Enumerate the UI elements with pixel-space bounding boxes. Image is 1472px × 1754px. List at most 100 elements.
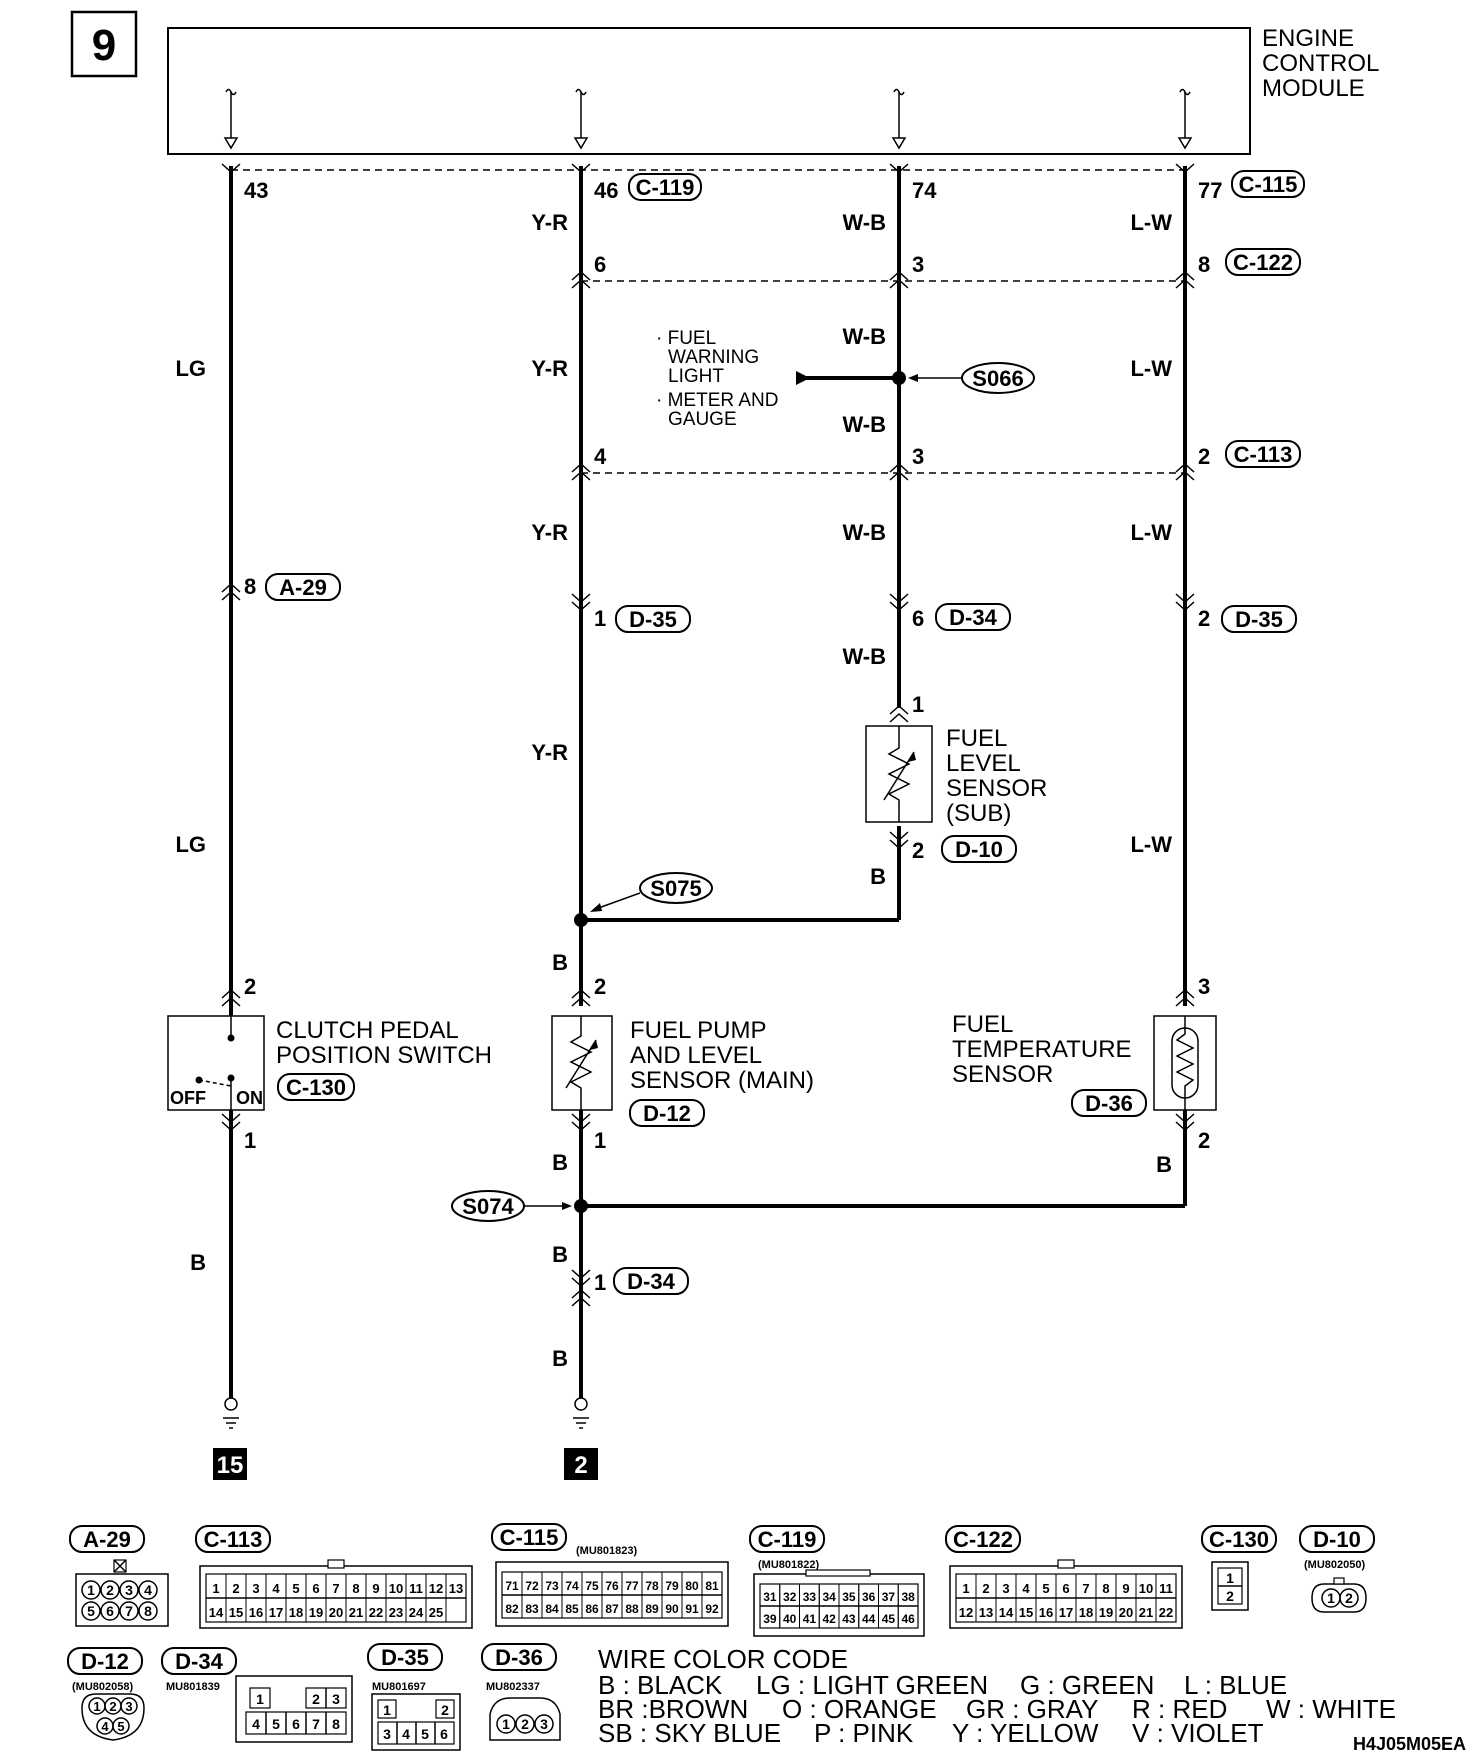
fls-line-4: (SUB) [946, 800, 1011, 827]
cv-c130-pill [1201, 1525, 1277, 1553]
clutch-pin-bottom: 1 [244, 1128, 256, 1153]
wcc-2-1: BR :BROWN [598, 1694, 748, 1724]
pump-pin-bottom: 1 [594, 1128, 606, 1153]
d12-pin: 4 [101, 1719, 109, 1734]
j2-pin-col4: 2 [1198, 444, 1210, 469]
wire-b-col2-2: B [552, 1150, 568, 1175]
c115-pin-cell [701, 1594, 723, 1619]
c115-pin: 80 [685, 1579, 699, 1593]
fuel-pump-resistor [565, 1016, 598, 1110]
c115-pin: 77 [625, 1579, 639, 1593]
temp-d36-pill [1071, 1089, 1147, 1117]
d35-pin: 6 [440, 1726, 448, 1742]
clutch-switch-box [167, 1015, 265, 1111]
d34-pin: 5 [272, 1716, 280, 1732]
col4-d35: D-35 [1235, 607, 1283, 632]
ecm-pin-74: 74 [912, 178, 937, 203]
connector-d34 [235, 1675, 353, 1743]
wire-b-col2-1: B [552, 950, 568, 975]
j2-conn: C-113 [1234, 442, 1293, 467]
cv-d10-part: (MU802050) [1304, 1559, 1365, 1571]
wcc-title: WIRE COLOR CODE [598, 1644, 848, 1674]
ecm-conn-c119: C-119 [636, 175, 695, 200]
c113-pin: 11 [409, 1581, 423, 1596]
c122-pin: 11 [1159, 1581, 1173, 1596]
c115-pin: 82 [505, 1602, 519, 1616]
col1-a29-pill [265, 573, 341, 601]
c119-pin: 46 [901, 1612, 915, 1626]
cv-d10-pill [1299, 1525, 1375, 1553]
c122-pin: 15 [1019, 1605, 1033, 1620]
c113-pin: 9 [372, 1581, 379, 1596]
cv-d36-label: D-36 [495, 1645, 543, 1670]
fls-line-2: LEVEL [946, 750, 1021, 777]
splice-s074-oval [451, 1190, 525, 1222]
c122-pin: 21 [1139, 1605, 1153, 1620]
d10-pin: 2 [1345, 1590, 1353, 1606]
c115-pin: 81 [705, 1579, 719, 1593]
c113-pin-cell [425, 1597, 447, 1623]
fls-line-3: SENSOR [946, 775, 1047, 802]
col3-pin-d34: 6 [912, 606, 924, 631]
fls-pin2: 2 [912, 838, 924, 863]
c122-pin-cell [1155, 1597, 1177, 1623]
fls-pin1: 1 [912, 692, 924, 717]
ground-conn-pill [613, 1267, 689, 1295]
cv-c119-part: (MU801822) [758, 1559, 819, 1571]
col2-d35-pill [615, 605, 691, 633]
c122-pin: 7 [1082, 1581, 1089, 1596]
cv-d12-pill [67, 1647, 143, 1675]
clutch-off: OFF [170, 1088, 206, 1108]
ground-15-box [213, 1448, 247, 1480]
c115-pin: 87 [605, 1602, 619, 1616]
c119-pin: 34 [822, 1590, 836, 1604]
wire-wb-5: W-B [842, 644, 886, 669]
c113-pin: 22 [369, 1605, 383, 1620]
c113-pin-cell [445, 1573, 467, 1599]
c122-pin: 19 [1099, 1605, 1113, 1620]
splice-s074: S074 [462, 1194, 514, 1219]
clutch-c130-pill [277, 1073, 355, 1101]
wcc-3-2: P : PINK [814, 1718, 914, 1748]
wire-yr-3: Y-R [531, 520, 568, 545]
wire-lg-1: LG [175, 356, 206, 381]
col2-d35: D-35 [629, 607, 677, 632]
c115-pin: 72 [525, 1579, 539, 1593]
fuel-level-sensor-resistor [883, 726, 916, 822]
d34-pin: 1 [256, 1691, 264, 1707]
fuel-warning-line-5: GAUGE [668, 409, 737, 430]
c119-pin: 38 [901, 1590, 915, 1604]
cv-c122-pill [945, 1525, 1021, 1553]
d34-pin: 3 [332, 1691, 340, 1707]
c115-pin: 88 [625, 1602, 639, 1616]
wire-yr-2: Y-R [531, 356, 568, 381]
c122-pin: 10 [1139, 1581, 1153, 1596]
a29-pin: 3 [125, 1582, 133, 1598]
c113-pin: 4 [272, 1581, 280, 1596]
c115-pin: 89 [645, 1602, 659, 1616]
temp-pin-bottom: 2 [1198, 1128, 1210, 1153]
fls-line-1: FUEL [946, 725, 1007, 752]
c119-pin: 33 [803, 1590, 817, 1604]
wire-wb-1: W-B [842, 210, 886, 235]
cv-a29-label: A-29 [83, 1527, 131, 1552]
c119-pin: 32 [783, 1590, 797, 1604]
cv-a29-pill [69, 1525, 145, 1553]
c122-pin: 17 [1059, 1605, 1073, 1620]
splice-s066: S066 [972, 366, 1023, 391]
cv-c113-label: C-113 [204, 1527, 263, 1552]
cv-d35-pill [367, 1643, 443, 1671]
c113-pin: 10 [389, 1581, 403, 1596]
c115-pin: 85 [565, 1602, 579, 1616]
clutch-switch-symbol [195, 1016, 235, 1110]
cv-d12-label: D-12 [81, 1649, 129, 1674]
ground-conn-pin: 1 [594, 1270, 606, 1295]
c122-pin: 6 [1062, 1581, 1069, 1596]
c113-pin: 18 [289, 1605, 303, 1620]
col4-pin-d35: 2 [1198, 606, 1210, 631]
c130-pin: 1 [1226, 1570, 1234, 1586]
c113-pin: 15 [229, 1605, 243, 1620]
j1-pin-col3: 3 [912, 252, 924, 277]
